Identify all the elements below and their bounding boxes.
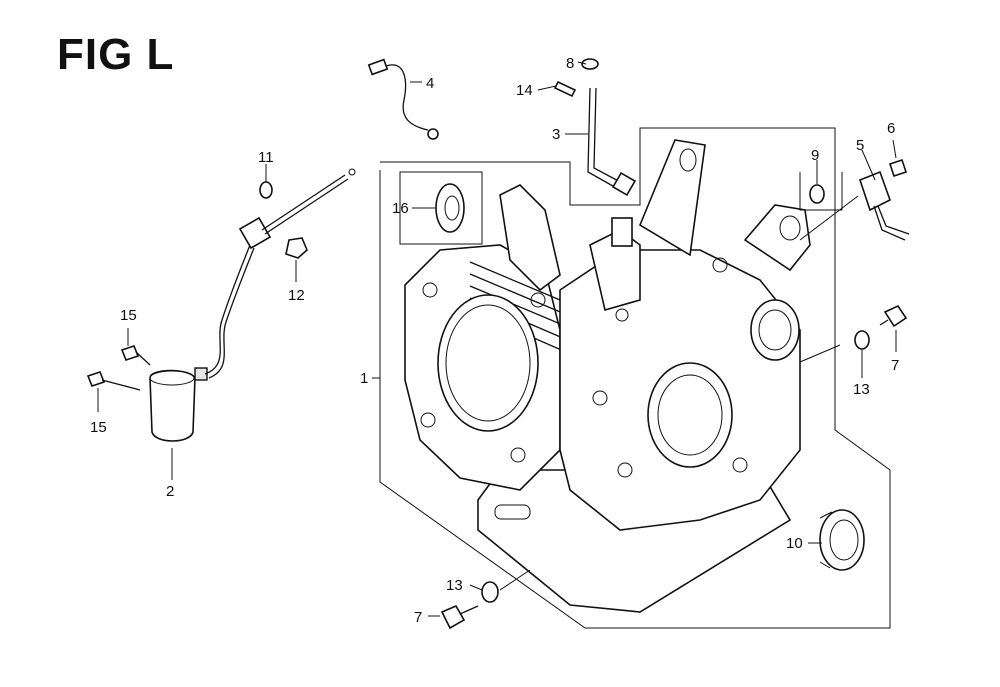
bolt-7-lower (440, 604, 479, 630)
callout-7-upper: 7 (891, 357, 899, 374)
dipstick-tube (587, 87, 637, 197)
bolt-6 (888, 158, 908, 178)
callout-6: 6 (887, 120, 895, 137)
callout-15-lower: 15 (90, 419, 107, 436)
callout-3: 3 (552, 126, 560, 143)
wire-lead (367, 58, 439, 140)
callout-15-upper: 15 (120, 307, 137, 324)
bracket-5 (859, 170, 910, 241)
callout-4: 4 (426, 75, 434, 92)
washer-13-upper (854, 330, 870, 350)
callout-12: 12 (288, 287, 305, 304)
callout-7-lower: 7 (414, 609, 422, 626)
bolt-14 (553, 80, 577, 98)
leader-lines (97, 61, 897, 617)
callout-8: 8 (566, 55, 574, 72)
callout-13-upper: 13 (853, 381, 870, 398)
callout-labels: 1 2 3 4 5 6 7 7 8 9 10 11 12 13 13 14 15… (90, 55, 899, 626)
callout-2: 2 (166, 483, 174, 500)
washer-9 (799, 172, 843, 211)
figure-title: FIG L (57, 30, 175, 79)
callout-1: 1 (360, 370, 368, 387)
screws-15 (86, 345, 151, 391)
callout-5: 5 (856, 137, 864, 154)
nut-8 (581, 58, 599, 70)
callout-14: 14 (516, 82, 533, 99)
washer-11 (259, 181, 273, 199)
callout-13-lower: 13 (446, 577, 463, 594)
callout-11: 11 (258, 149, 274, 166)
callout-9: 9 (811, 147, 819, 164)
nut-12 (285, 237, 308, 259)
bolt-7-upper (879, 304, 908, 328)
crankcase-block (404, 139, 811, 613)
oil-level-switch (149, 168, 356, 442)
callout-10: 10 (786, 535, 803, 552)
callout-16: 16 (392, 200, 409, 217)
washer-13-lower (481, 581, 499, 603)
assembly-boundary (379, 127, 891, 629)
oil-seal-10 (819, 509, 865, 571)
